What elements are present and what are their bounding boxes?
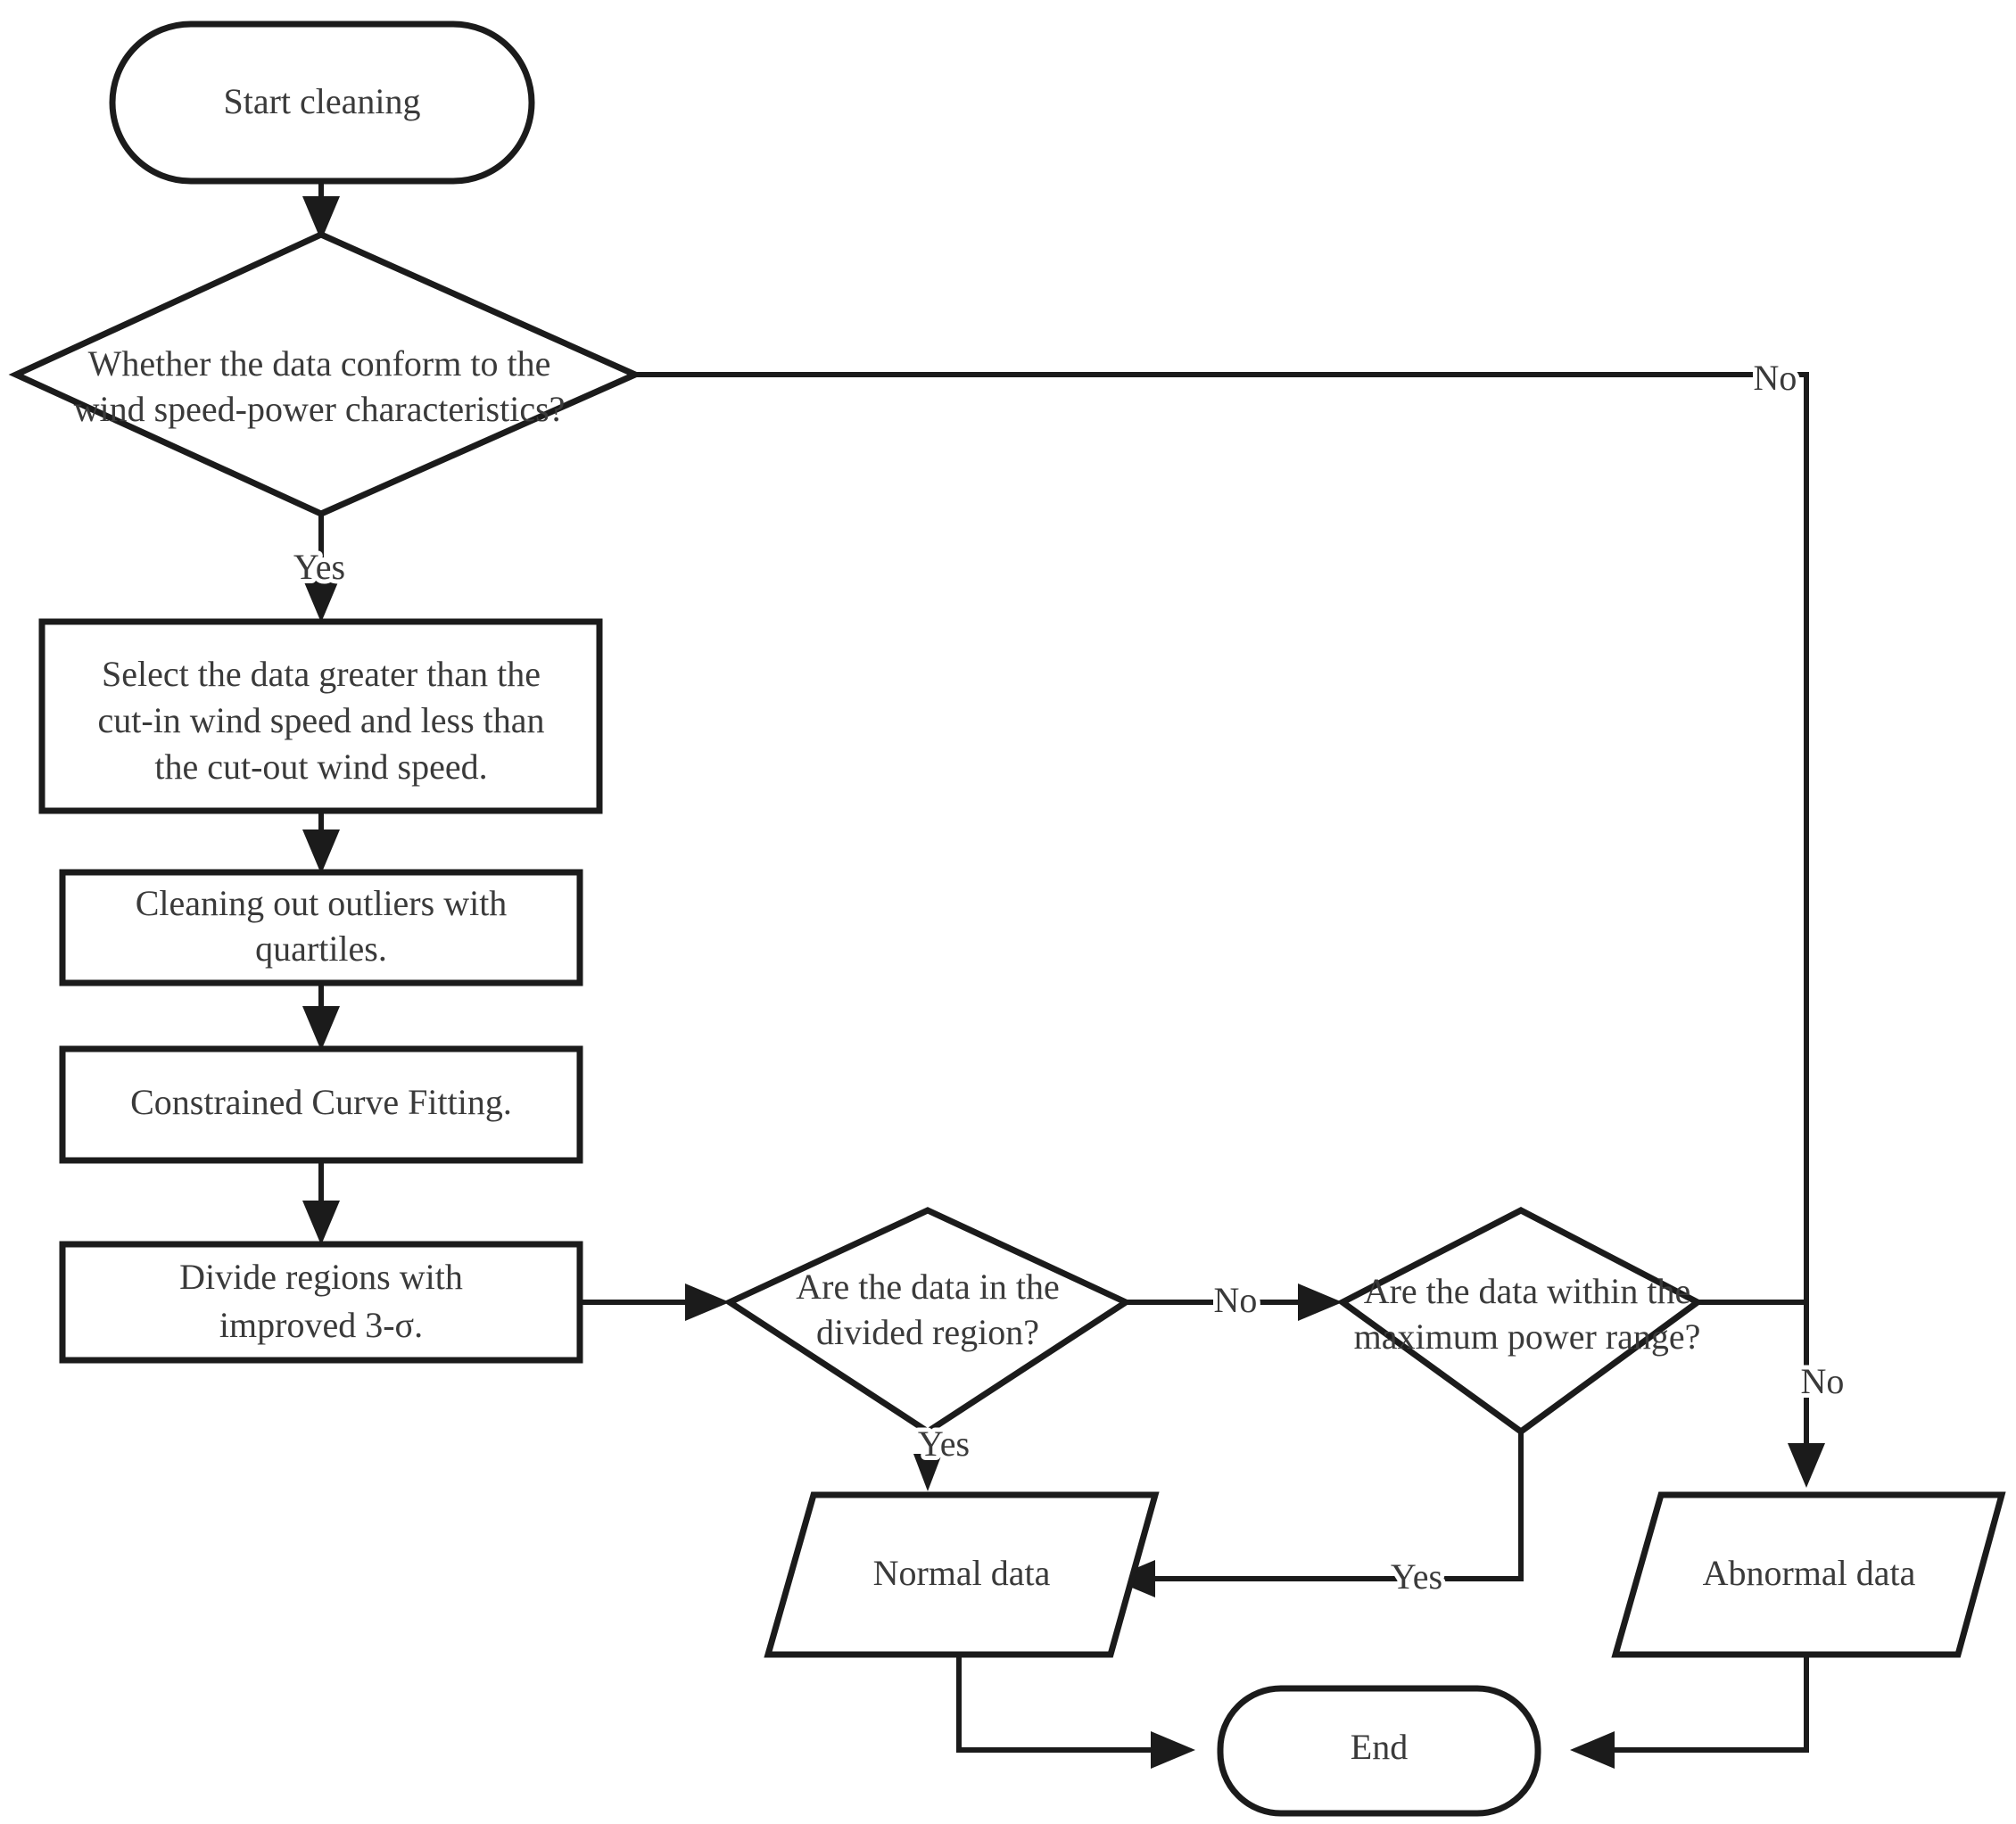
node-divide-regions[interactable]: Divide regions with improved 3-σ.	[59, 1241, 583, 1364]
edge-label-characteristic-no: No	[1754, 358, 1797, 398]
curve-fitting-label: Constrained Curve Fitting.	[130, 1082, 512, 1122]
divide-regions-shape	[59, 1241, 583, 1364]
decision-max-power-label-line2: maximum power range?	[1354, 1316, 1701, 1357]
node-select-range[interactable]: Select the data greater than the cut-in …	[38, 618, 603, 814]
arrowhead-select-to-clean	[302, 829, 340, 874]
select-range-shape	[38, 618, 603, 814]
edge-label-characteristic-yes: Yes	[293, 547, 345, 587]
select-range-label-line1: Select the data greater than the	[102, 654, 541, 694]
normal-data-shape	[764, 1491, 1160, 1658]
end-label: End	[1351, 1727, 1408, 1767]
arrowhead-start-to-decision1	[302, 196, 340, 241]
edge-normal-to-end	[956, 1655, 1169, 1753]
select-range-label-line2: cut-in wind speed and less than	[98, 700, 545, 740]
node-decision-characteristic[interactable]: Whether the data conform to the wind spe…	[8, 231, 643, 517]
node-curve-fitting[interactable]: Constrained Curve Fitting.	[59, 1045, 583, 1164]
node-decision-divided-region[interactable]: Are the data in the divided region?	[723, 1207, 1133, 1436]
arrowhead-abnormal-to-end	[1570, 1731, 1615, 1769]
edge-label-divided-region-no: No	[1214, 1280, 1258, 1320]
decision-max-power-shape	[1336, 1207, 1704, 1436]
decision-divided-region-label-line1: Are the data in the	[796, 1267, 1059, 1307]
node-start[interactable]: Start cleaning	[109, 21, 535, 185]
decision-max-power-label-line1: Are the data within the	[1364, 1271, 1691, 1311]
end-terminator-shape	[1217, 1685, 1541, 1817]
arrowhead-normal-to-end	[1151, 1731, 1195, 1769]
node-normal-data[interactable]: Normal data	[764, 1491, 1160, 1658]
start-label: Start cleaning	[223, 81, 420, 121]
curve-fitting-shape	[59, 1045, 583, 1164]
edge-decision1-no-to-abnormal	[635, 372, 1809, 1463]
clean-outliers-label-line2: quartiles.	[255, 929, 387, 969]
edge-label-max-power-no: No	[1801, 1361, 1845, 1401]
edge-label-layer: No Yes No Yes No Yes	[289, 353, 1849, 1601]
start-terminator-shape	[109, 21, 535, 185]
edge-label-divided-region-yes: Yes	[918, 1424, 970, 1464]
edge-label-max-power-yes: Yes	[1391, 1556, 1442, 1597]
node-abnormal-data[interactable]: Abnormal data	[1611, 1491, 2006, 1658]
divide-regions-label-line1: Divide regions with	[179, 1257, 463, 1297]
divide-regions-label-line2: improved 3-σ.	[219, 1305, 423, 1345]
edge-abnormal-to-end	[1597, 1655, 1809, 1753]
decision-divided-region-label-line2: divided region?	[816, 1312, 1039, 1352]
abnormal-data-shape	[1611, 1491, 2006, 1658]
arrowhead-decision1-yes-to-select	[302, 578, 340, 623]
node-decision-max-power[interactable]: Are the data within the maximum power ra…	[1336, 1207, 1704, 1436]
arrowhead-fitting-to-divide	[302, 1201, 340, 1245]
clean-outliers-label-line1: Cleaning out outliers with	[136, 883, 508, 923]
decision-characteristic-shape	[8, 231, 643, 517]
abnormal-data-label: Abnormal data	[1703, 1553, 1916, 1593]
decision-divided-region-shape	[723, 1207, 1133, 1436]
arrowhead-decision1-no-to-abnormal	[1788, 1443, 1825, 1488]
decision-characteristic-label-line1: Whether the data conform to the	[88, 343, 551, 384]
normal-data-label: Normal data	[873, 1553, 1051, 1593]
arrowhead-decision2-no-to-decision3	[1298, 1283, 1343, 1321]
clean-outliers-shape	[59, 869, 583, 986]
node-end[interactable]: End	[1217, 1685, 1541, 1817]
connector-layer	[302, 183, 1825, 1769]
edge-decision3-yes-to-normal	[1137, 1432, 1524, 1581]
arrowhead-clean-to-fitting	[302, 1006, 340, 1051]
node-clean-outliers[interactable]: Cleaning out outliers with quartiles.	[59, 869, 583, 986]
select-range-label-line3: the cut-out wind speed.	[154, 747, 487, 787]
decision-characteristic-label-line2: wind speed-power characteristics?	[74, 389, 566, 429]
arrowhead-decision2-yes-to-normal	[913, 1454, 942, 1491]
arrowhead-divide-to-decision2	[685, 1283, 730, 1321]
